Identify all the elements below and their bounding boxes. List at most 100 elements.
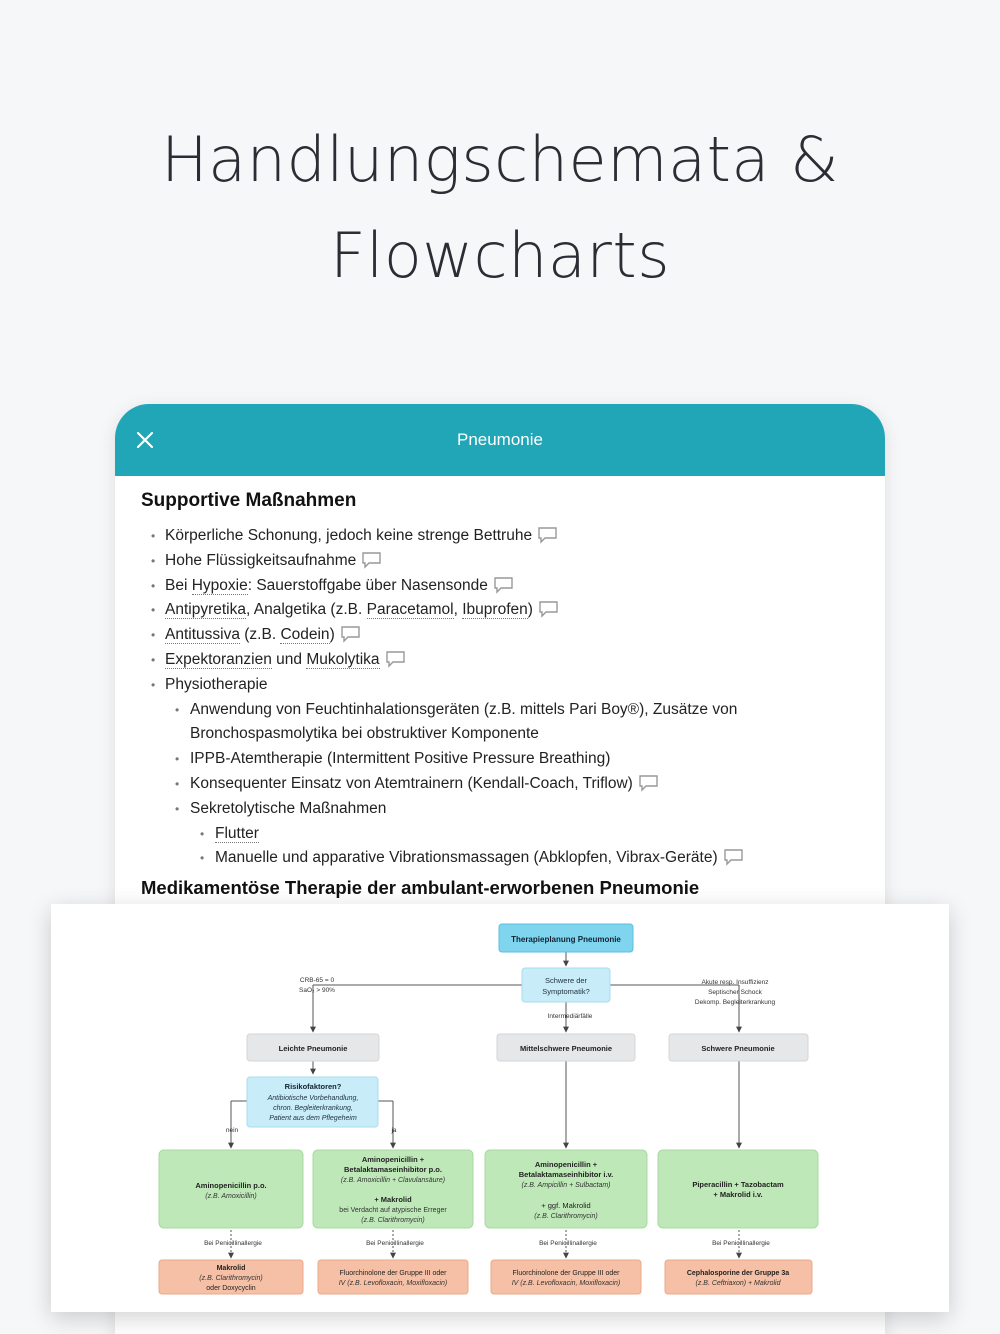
svg-text:(z.B. Clarithromycin): (z.B. Clarithromycin)	[199, 1275, 262, 1282]
flow-cond-right-1: Akute resp. Insuffizienz	[701, 979, 768, 986]
comment-icon[interactable]	[723, 848, 744, 867]
svg-text:Fluorchinolone der Gruppe III: Fluorchinolone der Gruppe III oder	[512, 1270, 620, 1277]
list-item: Bei Hypoxie: Sauerstoffgabe über Nasenso…	[141, 574, 859, 599]
comment-icon[interactable]	[493, 576, 514, 594]
svg-text:Schwere der: Schwere der	[545, 976, 588, 985]
svg-text:IV (z.B. Levofloxacin, Moxiflo: IV (z.B. Levofloxacin, Moxifloxacin)	[339, 1280, 448, 1287]
svg-text:(z.B. Clarithromycin): (z.B. Clarithromycin)	[534, 1213, 597, 1220]
link-antipyretika[interactable]: Antipyretika	[165, 601, 246, 620]
comment-icon[interactable]	[361, 551, 382, 569]
svg-text:(z.B. Amoxicillin): (z.B. Amoxicillin)	[205, 1193, 256, 1200]
link-hypoxie[interactable]: Hypoxie	[191, 576, 248, 595]
comment-icon[interactable]	[638, 774, 659, 792]
link-mukolytika[interactable]: Mukolytika	[306, 650, 380, 669]
item-text: , Analgetika (z.B.	[245, 601, 367, 619]
section-title-supportive: Supportive Maßnahmen	[141, 490, 357, 511]
item-text: Bei	[165, 576, 192, 594]
svg-text:(z.B. Ceftriaxon) + Makrolid: (z.B. Ceftriaxon) + Makrolid	[696, 1280, 782, 1287]
comment-icon[interactable]	[537, 526, 558, 544]
svg-text:(z.B. Clarithromycin): (z.B. Clarithromycin)	[361, 1217, 424, 1224]
svg-text:(z.B. Amoxicillin + Clavulansä: (z.B. Amoxicillin + Clavulansäure)	[341, 1177, 445, 1184]
flowchart-card[interactable]: Therapieplanung Pneumonie Schwere der Sy…	[51, 904, 949, 1312]
flow-cond-left-2: SaO₂ > 90%	[299, 987, 335, 994]
comment-icon[interactable]	[340, 625, 361, 643]
flow-cond-mid: Intermediärfälle	[548, 1013, 593, 1020]
headline-line-1: Handlungschemata &	[161, 123, 839, 196]
flow-allergy-1: Bei Penicillinallergie	[204, 1240, 262, 1247]
svg-text:Risikofaktoren?: Risikofaktoren?	[285, 1082, 342, 1091]
item-text: Konsequenter Einsatz von Atemtrainern (K…	[190, 774, 633, 792]
flow-level-severe: Schwere Pneumonie	[668, 1033, 809, 1062]
list-item: Flutter	[190, 822, 859, 847]
app-bar: Pneumonie	[115, 404, 885, 476]
page-headline: Handlungschemata & Flowcharts	[0, 112, 1000, 304]
comment-icon[interactable]	[538, 600, 559, 619]
flow-alt-2: Fluorchinolone der Gruppe III oder IV (z…	[317, 1259, 469, 1295]
list-item: Konsequenter Einsatz von Atemtrainern (K…	[165, 772, 859, 797]
svg-text:bei Verdacht auf atypische Err: bei Verdacht auf atypische Erreger	[339, 1207, 447, 1214]
flow-alt-3: Fluorchinolone der Gruppe III oder IV (z…	[490, 1259, 642, 1295]
list-item: Manuelle und apparative Vibrationsmassag…	[190, 846, 859, 871]
item-text: Hohe Flüssigkeitsaufnahme	[165, 551, 357, 569]
list-item: Physiotherapie Anwendung von Feuchtinhal…	[141, 673, 859, 871]
list-item: Antipyretika, Analgetika (z.B. Paracetam…	[141, 598, 859, 623]
flow-therapy-3: Aminopenicillin + Betalaktamaseinhibitor…	[484, 1149, 648, 1229]
link-codein[interactable]: Codein	[280, 626, 330, 645]
item-text: Physiotherapie	[165, 675, 268, 693]
list-item: Antitussiva (z.B. Codein)	[141, 623, 859, 648]
item-text: Sekretolytische Maßnahmen	[190, 799, 387, 817]
svg-text:(z.B. Ampicillin + Sulbactam): (z.B. Ampicillin + Sulbactam)	[521, 1182, 610, 1189]
svg-text:Aminopenicillin p.o.: Aminopenicillin p.o.	[195, 1181, 266, 1190]
item-text: Manuelle und apparative Vibrationsmassag…	[215, 849, 718, 867]
svg-text:Patient aus dem Pflegeheim: Patient aus dem Pflegeheim	[269, 1115, 357, 1122]
item-text: (z.B.	[239, 626, 281, 644]
flow-level-mid: Mittelschwere Pneumonie	[496, 1033, 636, 1062]
close-icon[interactable]	[133, 428, 157, 452]
item-text: und	[271, 650, 307, 668]
flow-cond-left-1: CRB-65 = 0	[300, 977, 335, 984]
flow-level-light: Leichte Pneumonie	[246, 1033, 380, 1062]
svg-text:Antibiotische Vorbehandlung,: Antibiotische Vorbehandlung,	[267, 1095, 359, 1102]
supportive-list: Körperliche Schonung, jedoch keine stren…	[141, 524, 859, 871]
flow-cond-right-2: Septischer Schock	[708, 989, 763, 996]
list-item: Körperliche Schonung, jedoch keine stren…	[141, 524, 859, 549]
svg-text:+ Makrolid i.v.: + Makrolid i.v.	[713, 1190, 762, 1199]
flow-cond-right-3: Dekomp. Begleiterkrankung	[695, 999, 776, 1006]
flow-yes: ja	[390, 1127, 396, 1134]
link-ibuprofen[interactable]: Ibuprofen	[462, 601, 528, 620]
list-item: Anwendung von Feuchtinhalationsgeräten (…	[165, 698, 859, 748]
physio-list: Anwendung von Feuchtinhalationsgeräten (…	[165, 698, 859, 872]
flow-allergy-3: Bei Penicillinallergie	[539, 1240, 597, 1247]
svg-text:Piperacillin + Tazobactam: Piperacillin + Tazobactam	[692, 1180, 784, 1189]
item-text: IPPB-Atemtherapie (Intermittent Positive…	[190, 750, 611, 768]
list-item: IPPB-Atemtherapie (Intermittent Positive…	[165, 747, 859, 772]
sekretolyse-list: Flutter Manuelle und apparative Vibratio…	[190, 822, 859, 872]
headline-line-2: Flowcharts	[329, 219, 670, 292]
flow-risk: Risikofaktoren? Antibiotische Vorbehandl…	[246, 1076, 379, 1128]
item-text: Körperliche Schonung, jedoch keine stren…	[165, 527, 533, 544]
link-paracetamol[interactable]: Paracetamol	[366, 601, 454, 620]
flow-alt-1: Makrolid (z.B. Clarithromycin) oder Doxy…	[158, 1259, 304, 1295]
svg-text:Betalaktamaseinhibitor i.v.: Betalaktamaseinhibitor i.v.	[519, 1170, 613, 1179]
flow-therapy-2: Aminopenicillin + Betalaktamaseinhibitor…	[312, 1149, 474, 1229]
item-text: )	[527, 601, 533, 619]
comment-icon[interactable]	[385, 650, 406, 668]
item-text: : Sauerstoffgabe über Nasensonde	[247, 576, 488, 594]
flow-allergy-2: Bei Penicillinallergie	[366, 1240, 424, 1247]
svg-text:Makrolid: Makrolid	[217, 1265, 246, 1272]
svg-text:Leichte Pneumonie: Leichte Pneumonie	[279, 1044, 348, 1053]
svg-text:+ ggf. Makrolid: + ggf. Makrolid	[541, 1201, 590, 1210]
svg-text:Symptomatik?: Symptomatik?	[542, 987, 590, 996]
link-flutter[interactable]: Flutter	[215, 824, 259, 843]
flow-root: Therapieplanung Pneumonie	[498, 923, 634, 953]
svg-text:Schwere Pneumonie: Schwere Pneumonie	[701, 1044, 774, 1053]
section-title-medication: Medikamentöse Therapie der ambulant-erwo…	[141, 877, 700, 899]
flow-question: Schwere der Symptomatik?	[521, 967, 611, 1003]
flowchart-diagram: Therapieplanung Pneumonie Schwere der Sy…	[158, 923, 819, 1295]
svg-text:chron. Begleiterkrankung,: chron. Begleiterkrankung,	[273, 1105, 353, 1112]
item-text: )	[329, 626, 335, 644]
article-content: Supportive Maßnahmen Körperliche Schonun…	[115, 476, 885, 899]
link-expektoranzien[interactable]: Expektoranzien	[165, 650, 272, 669]
link-antitussiva[interactable]: Antitussiva	[165, 626, 240, 645]
svg-text:Cephalosporine der Gruppe 3a: Cephalosporine der Gruppe 3a	[687, 1270, 789, 1277]
